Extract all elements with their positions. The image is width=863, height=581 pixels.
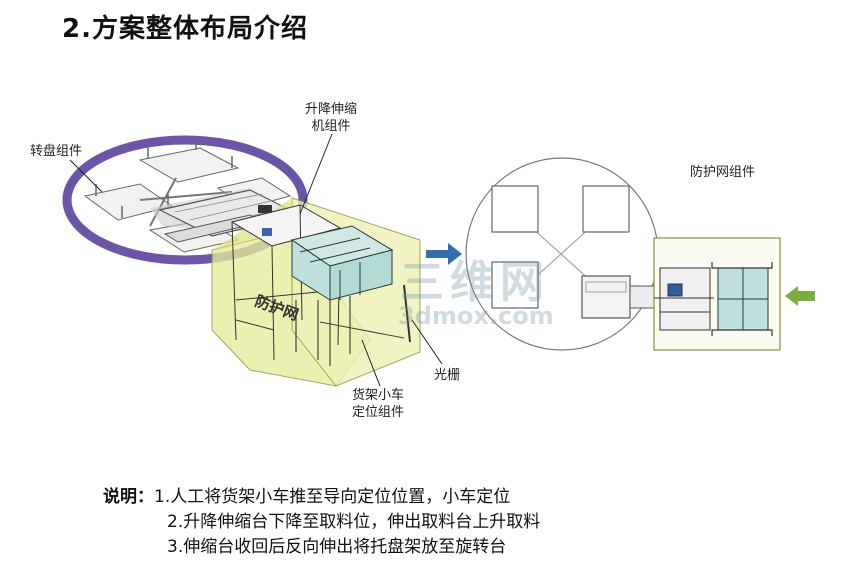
turntable-ring [62,135,308,265]
notes-block: 说明：1.人工将货架小车推至导向定位位置，小车定位 2.升降伸缩台下降至取料位，… [103,485,540,560]
note-row: 3.伸缩台收回后反向伸出将托盘架放至旋转台 [103,535,540,560]
pointer-lift [299,133,333,215]
turntable-tray [138,147,240,183]
label-lift-line1: 升降伸缩 [305,102,358,117]
note-row: 说明：1.人工将货架小车推至导向定位位置，小车定位 [103,485,540,510]
tray-top-view [491,185,539,233]
label-cart-line2: 定位组件 [352,405,405,420]
pointer-turntable [69,159,103,193]
pointer-cart [361,339,381,387]
flow-arrow-green [785,286,815,306]
label-turntable: 转盘组件 [30,144,83,159]
tray-top-view [582,185,630,233]
label-light-curtain: 光栅 [434,368,461,383]
watermark-cn: 三维网 [400,257,550,308]
page-title: 2.方案整体布局介绍 [62,14,308,44]
label-cart-positioning: 货架小车 定位组件 [352,387,404,421]
note-item-2: 2.升降伸缩台下降至取料位，伸出取料台上升取料 [167,512,541,532]
flow-arrow-blue [426,243,462,265]
label-lift-assembly: 升降伸缩 机组件 [305,101,357,135]
light-curtain-post [403,284,411,343]
notes-prefix: 说明： [103,487,154,507]
note-row: 2.升降伸缩台下降至取料位，伸出取料台上升取料 [103,510,540,535]
label-lift-line2: 机组件 [311,119,351,134]
label-cart-line1: 货架小车 [352,388,405,403]
note-item-3: 3.伸缩台收回后反向伸出将托盘架放至旋转台 [167,537,507,557]
note-item-1: 1.人工将货架小车推至导向定位位置，小车定位 [154,487,511,507]
fork-top-view [581,275,631,319]
isometric-view [62,133,443,387]
watermark-en: 3dmox.com [398,302,554,330]
tray-top-view [491,261,539,309]
top-view [465,157,781,351]
pointer-light-curtain [411,319,443,365]
label-guard-net: 防护网组件 [690,165,756,180]
